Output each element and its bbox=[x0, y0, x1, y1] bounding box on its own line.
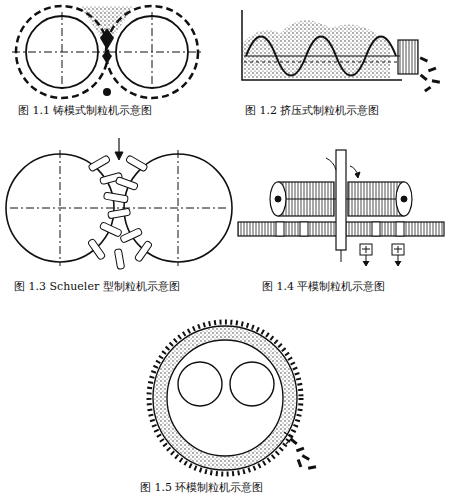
extrusion-type-mill bbox=[242, 10, 440, 92]
figure-caption: 图 1.4 平模制粒机示意图 bbox=[262, 280, 386, 293]
ring-die-mill bbox=[149, 322, 316, 474]
figure-caption: 图 1.3 Schueler 型制粒机示意图 bbox=[14, 280, 180, 293]
figure-caption: 图 1.5 环模制粒机示意图 bbox=[140, 481, 264, 494]
mould-type-mill bbox=[12, 6, 202, 98]
flat-die-mill bbox=[238, 150, 444, 266]
figure-caption: 图 1.2 挤压式制粒机示意图 bbox=[245, 104, 380, 117]
schueler-type-mill bbox=[6, 138, 232, 270]
figure-caption: 图 1.1 铸模式制粒机示意图 bbox=[18, 104, 153, 117]
